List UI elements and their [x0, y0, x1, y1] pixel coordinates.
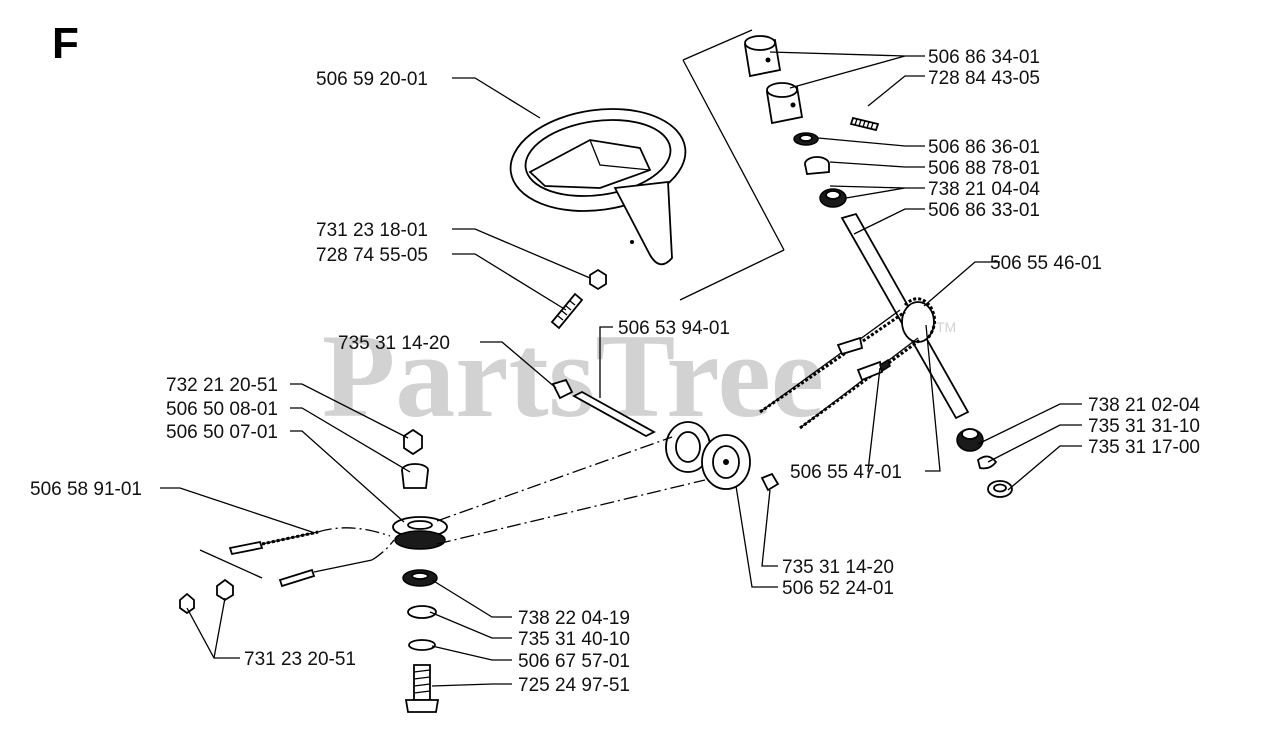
parts-group — [179, 29, 1013, 713]
callout-label: 735 31 40-10 — [518, 629, 630, 650]
bearing-738-22-04 — [402, 569, 438, 587]
watermark-trademark: TM — [936, 319, 956, 335]
callout-label: 506 59 20-01 — [316, 69, 428, 90]
callout-label: 506 86 33-01 — [928, 200, 1040, 221]
screw-728-74-55 — [550, 292, 584, 330]
callout-label: 732 21 20-51 — [166, 375, 278, 396]
callout-label: 735 31 17-00 — [1088, 437, 1200, 458]
spacer-506-50-08 — [401, 463, 429, 489]
chain-upper — [759, 310, 906, 414]
callout-label: 725 24 97-51 — [518, 675, 630, 696]
sprocket-506-55-46 — [901, 297, 936, 343]
callout-labels: 506 86 34-01 728 84 43-05 506 59 20-01 5… — [30, 47, 1200, 696]
callout-label: 506 67 57-01 — [518, 651, 630, 672]
callout-label: 728 74 55-05 — [316, 245, 428, 266]
coupling-upper — [743, 35, 782, 78]
belt-path — [436, 436, 706, 545]
pin-728-84-43 — [849, 116, 880, 132]
callout-label: 738 21 02-04 — [1088, 395, 1200, 416]
washer-506-67-57 — [408, 639, 436, 651]
callout-label: 735 31 31-10 — [1088, 416, 1200, 437]
callout-label: 731 23 18-01 — [316, 220, 428, 241]
callout-label: 735 31 14-20 — [338, 333, 450, 354]
steering-wheel — [509, 108, 687, 266]
callout-label: 506 50 08-01 — [166, 399, 278, 420]
cable-506-58-91 — [199, 527, 395, 588]
bushing-506-88-78 — [804, 156, 830, 175]
bearing-738-21-04 — [819, 188, 847, 208]
assembly-box-outline — [679, 29, 785, 301]
callout-label: 506 55 46-01 — [990, 253, 1102, 274]
nut-735-31-14-upper — [551, 378, 574, 400]
watermark: PartsTree — [322, 309, 824, 442]
callout-label: 735 31 14-20 — [782, 557, 894, 578]
nut-731-23-20-a — [179, 592, 195, 615]
callout-label: 731 23 20-51 — [244, 649, 356, 670]
nut-732-21-20 — [403, 428, 423, 456]
callout-label: 506 86 36-01 — [928, 137, 1040, 158]
ring-735-31-17 — [987, 480, 1013, 498]
section-letter: F — [52, 19, 79, 68]
callout-label: 506 86 34-01 — [928, 47, 1040, 68]
callout-label: 728 84 43-05 — [928, 68, 1040, 89]
callout-label: 506 55 47-01 — [790, 462, 902, 483]
clip-735-31-31 — [976, 455, 998, 470]
pivot-shaft-506-53-94 — [572, 390, 656, 438]
nut-731-23-20-b — [216, 578, 234, 602]
callout-label: 506 58 91-01 — [30, 479, 142, 500]
callout-label: 506 53 94-01 — [618, 318, 730, 339]
double-pulley-506-52-24 — [665, 421, 751, 490]
callout-label: 506 52 24-01 — [782, 578, 894, 599]
bolt-725-24-97 — [404, 664, 440, 713]
nut-731-23-18 — [589, 268, 607, 291]
callout-label: 738 22 04-19 — [518, 608, 630, 629]
callout-label: 506 50 07-01 — [166, 422, 278, 443]
pulley-506-50-07 — [392, 516, 448, 550]
callout-label: 738 21 04-04 — [928, 179, 1040, 200]
leader-lines — [160, 51, 1082, 687]
washer-735-31-40 — [407, 605, 437, 619]
callout-label: 506 88 78-01 — [928, 158, 1040, 179]
nut-735-31-14-lower — [760, 472, 780, 492]
coupling-lower — [765, 82, 804, 125]
bearing-738-21-02 — [956, 428, 984, 452]
